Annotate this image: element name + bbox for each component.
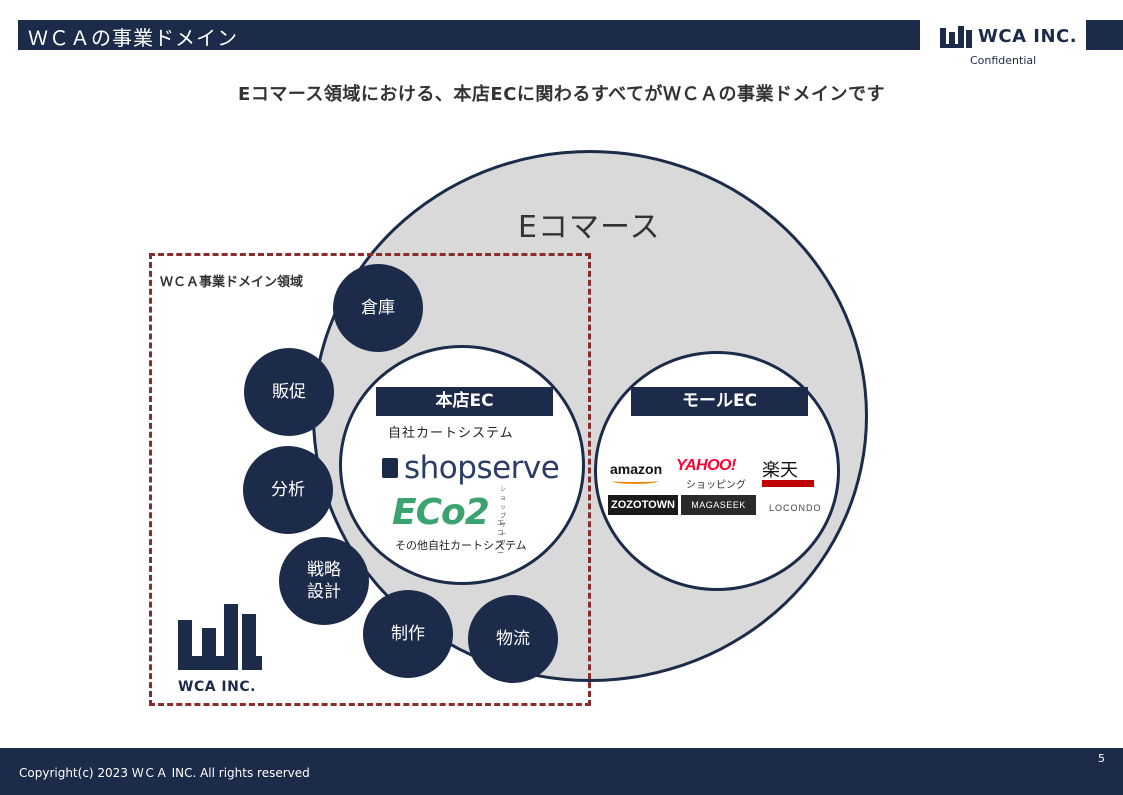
service-warehouse: 倉庫 [333, 264, 423, 352]
eco2-logo: ECo2 エコツー [392, 492, 504, 557]
zozotown-logo: ZOZOTOWN [608, 495, 678, 515]
magaseek-logo: MAGASEEK [681, 495, 756, 515]
footer-bar: Copyright(c) 2023 ＷＣＡ INC. All rights re… [0, 748, 1123, 795]
wca-domain-label: ＷＣＡ事業ドメイン領域 [160, 275, 304, 290]
eco2-kana: エコツー [497, 519, 504, 557]
service-strategy-design: 戦略 設計 [279, 537, 369, 625]
eco2-wordmark: ECo2 [392, 492, 490, 533]
page-title: ＷＣＡの事業ドメイン [28, 26, 238, 50]
cart-system-label: 自社カートシステム [388, 426, 514, 441]
wca-logo-icon [940, 26, 972, 48]
confidential-label: Confidential [970, 54, 1037, 67]
header-corner-block [1086, 20, 1123, 50]
service-production: 制作 [363, 590, 453, 678]
ecommerce-label: Eコマース [518, 210, 661, 245]
wca-large-logo-text: WCA INC. [178, 679, 256, 695]
mall-ec-pill: モールEC [631, 387, 808, 416]
wca-large-logo-icon [178, 604, 262, 670]
shopping-bag-icon [382, 458, 398, 478]
service-analysis: 分析 [243, 446, 333, 534]
locondo-logo: LOCONDO [769, 503, 822, 513]
shopserve-wordmark: shopserve [404, 450, 560, 486]
page-number: 5 [1098, 752, 1105, 765]
copyright-text: Copyright(c) 2023 ＷＣＡ INC. All rights re… [19, 766, 310, 780]
yahoo-logo: YAHOO! [676, 457, 736, 474]
title-bar: ＷＣＡの事業ドメイン [18, 20, 920, 50]
service-logistics: 物流 [468, 595, 558, 683]
wca-domain-box [149, 253, 591, 706]
rakuten-ichiba-bar [762, 480, 814, 487]
honten-ec-circle [339, 345, 585, 585]
honten-ec-pill: 本店EC [376, 387, 553, 416]
amazon-smile-icon [612, 478, 658, 484]
headline: Eコマース領域における、本店ECに関わるすべてがＷＣＡの事業ドメインです [238, 84, 885, 105]
brand-logo: WCA INC. [938, 22, 1078, 52]
shopserve-kana: ショップサーブ [500, 486, 507, 547]
service-promotion: 販促 [244, 348, 334, 436]
brand-name: WCA INC. [978, 26, 1078, 47]
yahoo-shopping-label: ショッピング [686, 480, 746, 491]
amazon-logo: amazon [610, 461, 663, 477]
other-cart-label: その他自社カートシステム [395, 539, 527, 552]
rakuten-logo: 楽天 [762, 460, 798, 480]
